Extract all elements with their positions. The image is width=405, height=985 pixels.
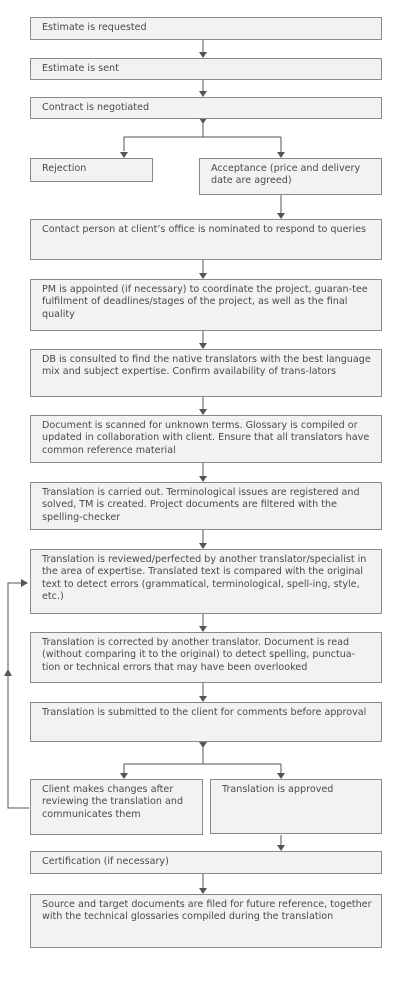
arrowhead [199, 696, 207, 702]
step-label: Document is scanned for unknown terms. G… [42, 420, 370, 456]
step-label: Certification (if necessary) [42, 856, 169, 867]
step-label: Translation is submitted to the client f… [42, 707, 367, 718]
step-rejection: Rejection [30, 158, 153, 182]
step-label: PM is appointed (if necessary) to coordi… [42, 284, 368, 320]
arrowhead [21, 579, 28, 587]
step-db-consulted: DB is consulted to find the native trans… [30, 349, 382, 397]
step-label: Source and target documents are filed fo… [42, 899, 372, 923]
step-translation-corrected: Translation is corrected by another tran… [30, 632, 382, 683]
arrowhead [199, 343, 207, 349]
step-translation-submitted: Translation is submitted to the client f… [30, 702, 382, 742]
step-documents-filed: Source and target documents are filed fo… [30, 894, 382, 948]
arrowhead [277, 773, 285, 779]
step-estimate-sent: Estimate is sent [30, 58, 382, 80]
step-estimate-requested: Estimate is requested [30, 17, 382, 40]
arrowhead [199, 409, 207, 415]
arrowhead [199, 118, 207, 124]
step-label: Contract is negotiated [42, 102, 150, 113]
step-label: Client makes changes after reviewing the… [42, 784, 184, 820]
arrowhead [120, 152, 128, 158]
loop-back-connector [7, 582, 29, 809]
arrowhead [277, 213, 285, 219]
arrowhead [199, 476, 207, 482]
arrowhead [199, 91, 207, 97]
step-label: DB is consulted to find the native trans… [42, 354, 371, 378]
step-label: Contact person at client’s office is nom… [42, 224, 367, 235]
step-translation-carried-out: Translation is carried out. Terminologic… [30, 482, 382, 530]
arrowhead [277, 152, 285, 158]
step-pm-appointed: PM is appointed (if necessary) to coordi… [30, 279, 382, 331]
step-acceptance: Acceptance (price and delivery date are … [199, 158, 382, 195]
step-client-changes: Client makes changes after reviewing the… [30, 779, 203, 835]
step-contact-person: Contact person at client’s office is nom… [30, 219, 382, 260]
step-label: Translation is reviewed/perfected by ano… [42, 554, 367, 602]
arrowhead [199, 543, 207, 549]
step-document-scanned: Document is scanned for unknown terms. G… [30, 415, 382, 463]
arrowhead [4, 669, 12, 676]
step-label: Translation is approved [222, 784, 334, 795]
arrowhead [199, 626, 207, 632]
step-certification: Certification (if necessary) [30, 851, 382, 874]
arrowhead [120, 773, 128, 779]
step-label: Translation is corrected by another tran… [42, 637, 356, 673]
step-label: Translation is carried out. Terminologic… [42, 487, 360, 523]
split-connector [123, 756, 204, 773]
step-label: Estimate is requested [42, 22, 147, 33]
step-translation-reviewed: Translation is reviewed/perfected by ano… [30, 549, 382, 614]
step-translation-approved: Translation is approved [210, 779, 382, 834]
arrowhead [199, 273, 207, 279]
split-connector [123, 118, 204, 151]
arrowhead [199, 52, 207, 58]
arrowhead [199, 888, 207, 894]
step-label: Acceptance (price and delivery date are … [211, 163, 361, 187]
step-contract-negotiated: Contract is negotiated [30, 97, 382, 119]
step-label: Estimate is sent [42, 63, 119, 74]
step-label: Rejection [42, 163, 87, 174]
arrowhead [199, 742, 207, 748]
arrowhead [277, 845, 285, 851]
